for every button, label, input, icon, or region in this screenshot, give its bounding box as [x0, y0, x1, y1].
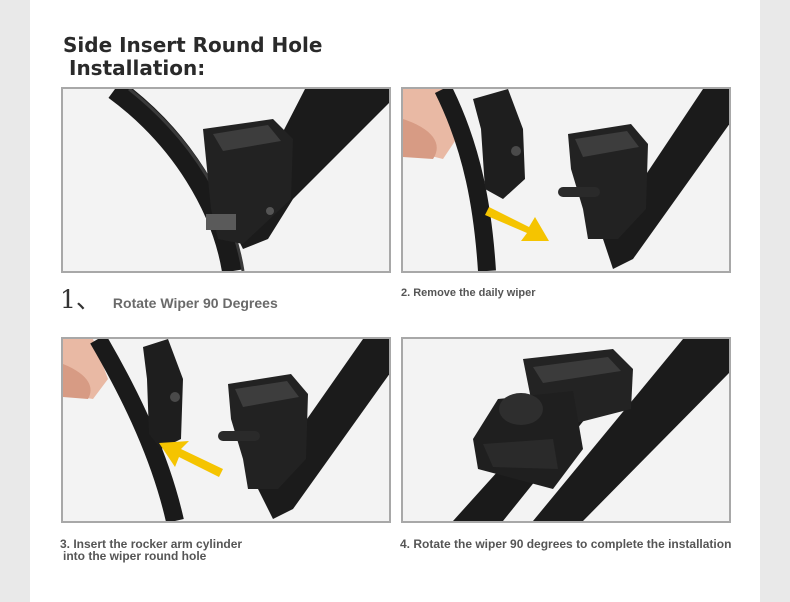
step-4-caption: 4. Rotate the wiper 90 degrees to comple… — [400, 537, 732, 551]
step-1-caption: 1、 Rotate Wiper 90 Degrees — [60, 280, 278, 316]
step-1-text: Rotate Wiper 90 Degrees — [112, 295, 278, 311]
step-3-photo — [61, 337, 391, 523]
step-2-photo — [401, 87, 731, 273]
step-1-illustration — [63, 89, 389, 271]
heading-line-2: Installation: — [69, 56, 206, 80]
installation-heading: Side Insert Round Hole Installation: — [63, 34, 322, 80]
step-3-line-2: into the wiper round hole — [63, 549, 207, 563]
step-3-line-1: 3. Insert the rocker arm cylinder — [60, 537, 243, 551]
step-1-number: 1、 — [60, 285, 101, 314]
step-4-photo — [401, 337, 731, 523]
step-2-illustration — [403, 89, 729, 271]
step-3-caption: 3. Insert the rocker arm cylinder into t… — [60, 538, 242, 562]
step-1-photo — [61, 87, 391, 273]
step-2-caption: 2. Remove the daily wiper — [401, 287, 536, 299]
step-3-illustration — [63, 339, 389, 521]
step-4-illustration — [403, 339, 729, 521]
heading-line-1: Side Insert Round Hole — [63, 33, 323, 57]
